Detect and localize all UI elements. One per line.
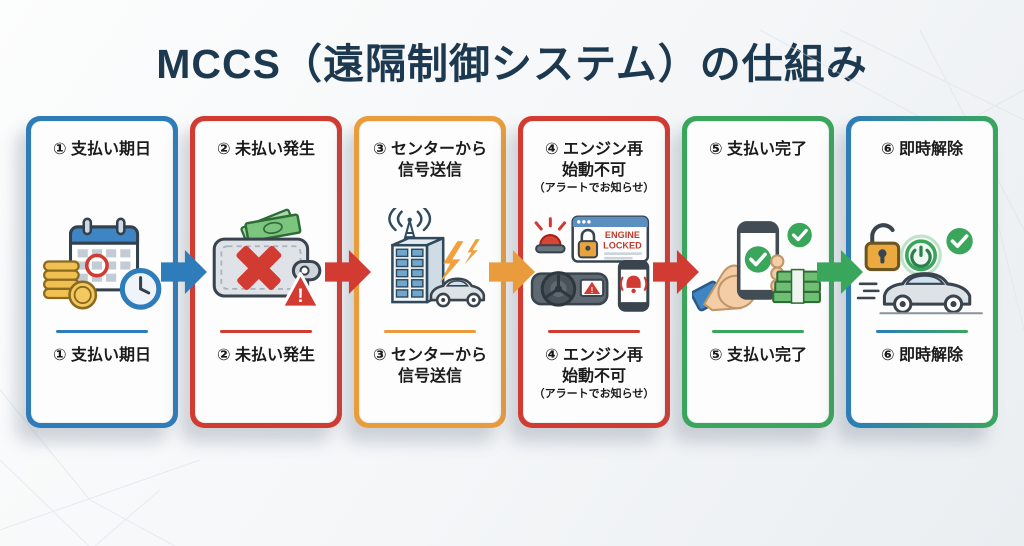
step-6-divider xyxy=(875,330,969,333)
step-4-icon: ENGINE LOCKED xyxy=(528,199,660,328)
svg-text:!: ! xyxy=(297,286,303,307)
step-card-1: ① 支払い期日 xyxy=(26,116,178,428)
step-2-divider xyxy=(219,330,313,333)
engine-locked-text: LOCKED xyxy=(603,240,642,250)
step-5-divider xyxy=(711,330,805,333)
step-3-top-label: ③ センターから 信号送信 xyxy=(373,141,487,180)
power-button-icon xyxy=(900,234,942,276)
check-icon xyxy=(946,227,973,254)
step-2-top-label: ② 未払い発生 xyxy=(217,141,315,158)
step-card-5: ⑤ 支払い完了 xyxy=(682,116,834,428)
coins-icon xyxy=(43,259,98,309)
page-title: MCCS（遠隔制御システム）の仕組み xyxy=(156,41,868,87)
step-1-bottom-label: ① 支払い期日 xyxy=(53,347,151,364)
cash-icon xyxy=(240,208,302,244)
step-2-icon: ! xyxy=(200,199,332,328)
clock-icon xyxy=(119,267,162,310)
flow-diagram: ① 支払い期日 xyxy=(0,116,1024,428)
step-card-2: ② 未払い発生 xyxy=(190,116,342,428)
phone-alert-icon xyxy=(617,259,650,312)
step-card-3: ③ センターから 信号送信 xyxy=(354,116,506,428)
hand-phone-icon xyxy=(692,220,785,311)
step-6-icon xyxy=(856,199,988,328)
step-6-top-label: ⑥ 即時解除 xyxy=(881,141,963,158)
warning-triangle-icon: ! xyxy=(280,271,321,309)
step-4-top-label: ④ エンジン再 始動不可 （アラートでお知らせ） xyxy=(528,133,660,199)
step-3-icon xyxy=(364,199,496,328)
car-icon xyxy=(856,271,983,314)
svg-text:!: ! xyxy=(591,285,594,294)
step-1-icon xyxy=(36,199,168,328)
step-card-4: ④ エンジン再 始動不可 （アラートでお知らせ） ENG xyxy=(518,116,670,428)
red-x-icon xyxy=(236,245,282,290)
step-3-bottom-label: ③ センターから 信号送信 xyxy=(373,347,487,386)
cash-icon xyxy=(772,268,821,304)
step-1-divider xyxy=(55,330,149,333)
siren-icon xyxy=(534,216,567,253)
browser-window-icon: ENGINE LOCKED xyxy=(571,215,650,263)
unlock-icon xyxy=(864,222,901,271)
step-5-top-label: ⑤ 支払い完了 xyxy=(709,141,807,158)
car-icon xyxy=(429,276,486,307)
step-1-top-label: ① 支払い期日 xyxy=(53,141,151,158)
step-4-divider xyxy=(547,330,641,333)
calendar-icon xyxy=(69,217,140,291)
step-4-sub-label: （アラートでお知らせ） xyxy=(533,388,655,401)
step-5-bottom-label: ⑤ 支払い完了 xyxy=(709,347,807,364)
step-2-bottom-label: ② 未払い発生 xyxy=(217,347,315,364)
lock-icon xyxy=(577,228,599,258)
step-6-bottom-label: ⑥ 即時解除 xyxy=(881,347,963,364)
step-4-bottom-label: ④ エンジン再 始動不可 （アラートでお知らせ） xyxy=(528,333,660,411)
step-4-sub-label: （アラートでお知らせ） xyxy=(533,182,655,195)
check-icon xyxy=(787,222,812,247)
step-3-divider xyxy=(383,330,477,333)
step-card-6: ⑥ 即時解除 xyxy=(846,116,998,428)
step-5-icon xyxy=(692,199,824,328)
lightning-icon xyxy=(439,238,480,284)
dashboard-icon: ! xyxy=(530,270,609,307)
engine-locked-text: ENGINE xyxy=(605,230,640,240)
